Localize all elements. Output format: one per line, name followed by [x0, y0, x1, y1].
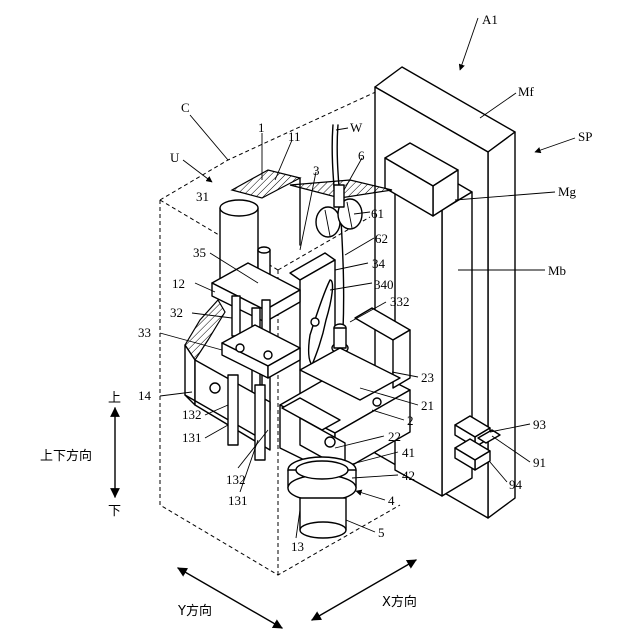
label-c: C [181, 100, 190, 115]
label-4: 4 [388, 493, 395, 508]
label-u: U [170, 150, 180, 165]
label-1: 1 [258, 120, 265, 135]
label-a1: A1 [482, 12, 498, 27]
label-x-direction: X方向 [382, 594, 417, 610]
label-down: 下 [108, 504, 121, 519]
label-mf: Mf [518, 84, 535, 99]
label-340: 340 [374, 277, 394, 292]
label-132-upper: 132 [182, 407, 202, 422]
label-14: 14 [138, 388, 152, 403]
label-mg: Mg [558, 184, 577, 199]
label-mb: Mb [548, 263, 566, 278]
label-131-lower: 131 [228, 493, 248, 508]
label-32: 32 [170, 305, 183, 320]
label-31: 31 [196, 189, 209, 204]
label-up: 上 [108, 391, 121, 406]
label-91: 91 [533, 455, 546, 470]
label-12: 12 [172, 276, 185, 291]
label-5: 5 [378, 525, 385, 540]
label-3: 3 [313, 163, 320, 178]
y-direction-arrow [178, 568, 282, 628]
label-13: 13 [291, 539, 304, 554]
label-132-lower: 132 [226, 472, 246, 487]
label-94: 94 [509, 477, 523, 492]
label-61: 61 [371, 206, 384, 221]
reference-labels: A1 Mf SP C U W 1 11 3 6 31 61 62 34 340 … [138, 12, 592, 554]
label-42: 42 [402, 468, 415, 483]
label-2: 2 [407, 413, 414, 428]
label-6: 6 [358, 148, 365, 163]
label-332: 332 [390, 294, 410, 309]
label-sp: SP [578, 129, 592, 144]
label-131-upper: 131 [182, 430, 202, 445]
label-11: 11 [288, 129, 301, 144]
x-direction-arrow [312, 560, 416, 620]
label-y-direction: Y方向 [177, 603, 212, 619]
label-23: 23 [421, 370, 434, 385]
label-33: 33 [138, 325, 151, 340]
label-93: 93 [533, 417, 546, 432]
motor-5 [300, 498, 346, 538]
label-62: 62 [375, 231, 388, 246]
bearing-4 [288, 457, 356, 501]
label-22: 22 [388, 429, 401, 444]
label-w: W [350, 120, 363, 135]
label-21: 21 [421, 398, 434, 413]
label-vertical-direction: 上下方向 [40, 448, 92, 464]
label-34: 34 [372, 256, 386, 271]
label-35: 35 [193, 245, 206, 260]
label-41: 41 [402, 445, 415, 460]
